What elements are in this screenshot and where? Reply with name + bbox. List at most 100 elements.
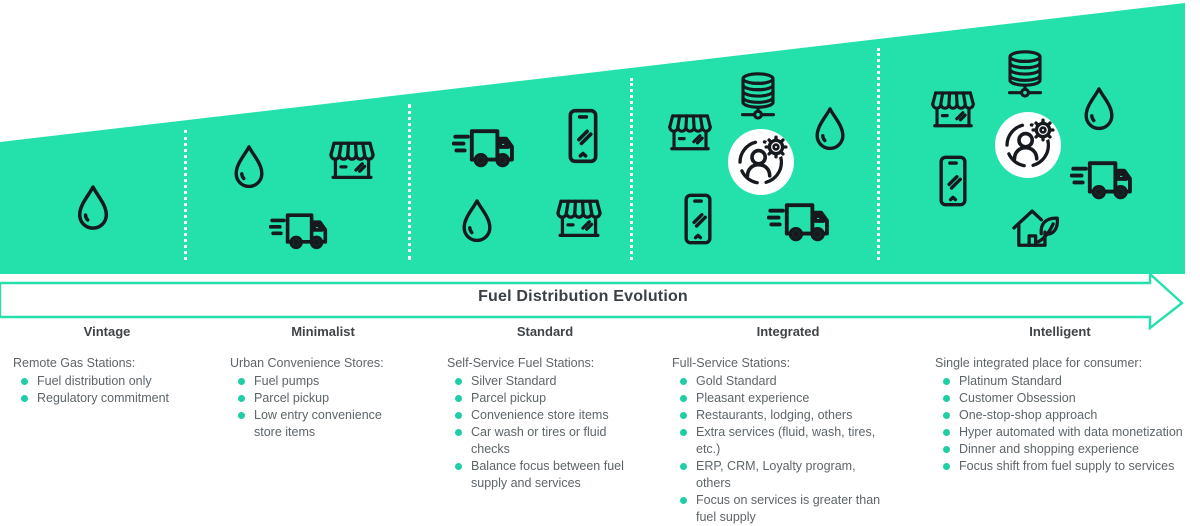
smartphone-icon — [669, 190, 727, 248]
bullet-item: Extra services (fluid, wash, tires, etc.… — [672, 424, 890, 458]
bullet-text: Platinum Standard — [959, 374, 1062, 388]
bullet-text: Focus on services is greater than fuel s… — [696, 493, 881, 524]
bullet-dot-icon — [455, 463, 462, 470]
bullet-text: Silver Standard — [471, 374, 557, 388]
stage-lead-minimalist: Urban Convenience Stores: — [230, 356, 384, 370]
bullet-text: ERP, CRM, Loyalty program, others — [696, 459, 856, 490]
storefront-icon — [551, 191, 607, 247]
bullet-item: Car wash or tires or fluid checks — [447, 424, 625, 458]
bullet-item: Pleasant experience — [672, 390, 890, 407]
bullet-dot-icon — [680, 378, 687, 385]
bullet-item: Silver Standard — [447, 373, 625, 390]
storefront-icon — [663, 106, 717, 160]
stage-lead-integrated: Full-Service Stations: — [672, 356, 791, 370]
stage-details-standard: Self-Service Fuel Stations: Silver Standa… — [447, 355, 625, 492]
bullet-dot-icon — [238, 395, 245, 402]
stage-lead-standard: Self-Service Fuel Stations: — [447, 356, 595, 370]
bullet-item: Convenience store items — [447, 407, 625, 424]
bullet-text: Parcel pickup — [254, 391, 330, 405]
stage-heading-minimalist: Minimalist — [291, 324, 355, 339]
evolution-arrow — [0, 271, 1184, 331]
bullet-dot-icon — [455, 429, 462, 436]
bullet-text: Convenience store items — [471, 408, 609, 422]
bullet-text: Gold Standard — [696, 374, 777, 388]
bullet-dot-icon — [943, 446, 950, 453]
water-drop-icon — [65, 181, 121, 237]
water-drop-icon — [803, 103, 857, 157]
bullet-item: One-stop-shop approach — [935, 407, 1189, 424]
customer-gear-badge-icon — [725, 126, 797, 198]
water-drop-icon — [222, 141, 276, 195]
evolution-arrow-label: Fuel Distribution Evolution — [478, 288, 688, 305]
stage-separator — [630, 78, 633, 260]
bullet-item: Regulatory commitment — [13, 390, 223, 407]
stage-details-vintage: Remote Gas Stations:Fuel distribution on… — [13, 355, 223, 407]
stage-lead-intelligent: Single integrated place for consumer: — [935, 356, 1143, 370]
bullet-text: One-stop-shop approach — [959, 408, 1098, 422]
bullet-text: Parcel pickup — [471, 391, 547, 405]
customer-gear-badge-icon — [992, 109, 1064, 181]
bullet-item: Platinum Standard — [935, 373, 1189, 390]
bullet-text: Balance focus between fuel supply and se… — [471, 459, 624, 490]
bullet-dot-icon — [238, 378, 245, 385]
database-server-icon — [996, 46, 1054, 104]
bullet-text: Focus shift from fuel supply to services — [959, 459, 1175, 473]
bullet-item: Focus on services is greater than fuel s… — [672, 492, 890, 526]
bullet-dot-icon — [943, 412, 950, 419]
bullet-item: Balance focus between fuel supply and se… — [447, 458, 625, 492]
bullet-text: Restaurants, lodging, others — [696, 408, 853, 422]
bullet-dot-icon — [680, 463, 687, 470]
water-drop-icon — [450, 195, 504, 249]
bullet-dot-icon — [455, 378, 462, 385]
bullet-dot-icon — [680, 429, 687, 436]
stage-separator — [877, 48, 880, 260]
bullet-text: Fuel pumps — [254, 374, 320, 388]
database-server-icon — [729, 68, 787, 126]
bullet-item: Parcel pickup — [447, 390, 625, 407]
bullet-item: Customer Obsession — [935, 390, 1189, 407]
stage-heading-intelligent: Intelligent — [1029, 324, 1091, 339]
bullet-item: Restaurants, lodging, others — [672, 407, 890, 424]
bullet-item: Gold Standard — [672, 373, 890, 390]
bullet-dot-icon — [455, 395, 462, 402]
bullet-item: Hyper automated with data monetization — [935, 424, 1189, 441]
bullet-item: ERP, CRM, Loyalty program, others — [672, 458, 890, 492]
bullet-text: Low entry convenience store items — [254, 408, 382, 439]
storefront-icon — [926, 83, 980, 137]
smartphone-icon — [924, 152, 982, 210]
bullet-item: Fuel distribution only — [13, 373, 223, 390]
bullet-dot-icon — [455, 412, 462, 419]
bullet-text: Pleasant experience — [696, 391, 810, 405]
stage-heading-integrated: Integrated — [756, 324, 820, 339]
bullet-text: Fuel distribution only — [37, 374, 152, 388]
bullet-item: Focus shift from fuel supply to services — [935, 458, 1189, 475]
bullet-item: Dinner and shopping experience — [935, 441, 1189, 458]
smartphone-icon — [552, 105, 614, 167]
bullet-item: Fuel pumps — [230, 373, 405, 390]
delivery-truck-icon — [767, 189, 833, 255]
bullet-dot-icon — [21, 378, 28, 385]
delivery-truck-icon — [452, 115, 518, 181]
bullet-text: Hyper automated with data monetization — [959, 425, 1183, 439]
bullet-text: Extra services (fluid, wash, tires, etc.… — [696, 425, 876, 456]
bullet-dot-icon — [680, 412, 687, 419]
eco-house-icon — [1006, 199, 1062, 255]
stage-heading-vintage: Vintage — [83, 324, 131, 339]
bullet-item: Low entry convenience store items — [230, 407, 405, 441]
water-drop-icon — [1072, 83, 1126, 137]
storefront-icon — [324, 133, 380, 189]
bullet-dot-icon — [238, 412, 245, 419]
bullet-text: Regulatory commitment — [37, 391, 169, 405]
bullet-dot-icon — [943, 463, 950, 470]
bullet-dot-icon — [680, 395, 687, 402]
bullet-item: Parcel pickup — [230, 390, 405, 407]
bullet-dot-icon — [21, 395, 28, 402]
delivery-truck-icon — [1070, 147, 1136, 213]
delivery-truck-icon — [269, 200, 331, 262]
bullet-text: Customer Obsession — [959, 391, 1076, 405]
bullet-dot-icon — [943, 378, 950, 385]
bullet-dot-icon — [943, 395, 950, 402]
